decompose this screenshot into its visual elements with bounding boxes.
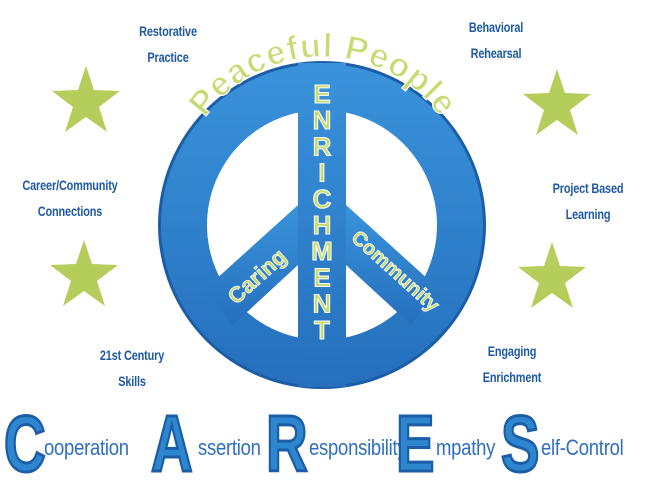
enrichment-letter: E	[313, 79, 330, 109]
label-line: Enrichment	[482, 369, 542, 385]
label-line: Restorative	[139, 23, 197, 39]
enrichment-letter: T	[314, 315, 330, 345]
star-icon	[50, 240, 118, 306]
star-icon	[518, 242, 586, 308]
cares-word: esponsibility	[309, 435, 407, 460]
label-line: Behavioral	[468, 19, 524, 35]
cares-letter: E	[395, 399, 436, 488]
enrichment-letter: M	[311, 236, 333, 266]
cares-letter: C	[3, 399, 47, 488]
label-line: Career/Community	[22, 177, 118, 193]
enrichment-letter: E	[313, 262, 330, 292]
label-line: Project Based	[552, 180, 624, 196]
label-line: Connections	[37, 203, 103, 219]
cares-word: ssertion	[198, 435, 261, 460]
label-line: Rehearsal	[470, 45, 522, 61]
cares-word: mpathy	[436, 435, 496, 460]
label-21st-century: 21st Century Skills	[85, 342, 179, 394]
enrichment-letter: N	[313, 105, 332, 135]
cares-letter: A	[150, 399, 194, 488]
label-line: Skills	[118, 373, 146, 389]
cares-letter: S	[500, 399, 541, 488]
label-line: Practice	[147, 49, 189, 65]
enrichment-letter: C	[313, 184, 332, 214]
cares-word: ooperation	[44, 435, 129, 460]
enrichment-letter: I	[318, 158, 325, 188]
cares-word: elf-Control	[541, 435, 624, 460]
label-line: Learning	[565, 206, 611, 222]
label-line: Engaging	[487, 343, 537, 359]
enrichment-letter: R	[313, 131, 332, 161]
label-behavioral-rehearsal: Behavioral Rehearsal	[449, 14, 543, 66]
star-icon	[523, 69, 591, 135]
label-career-community: Career/Community Connections	[12, 172, 127, 224]
star-icon	[52, 66, 120, 132]
cares-acronym: C ooperation A ssertion R esponsibility …	[3, 399, 644, 488]
cares-letter: R	[265, 399, 309, 488]
label-restorative-practice: Restorative Practice	[121, 18, 215, 70]
label-project-based: Project Based Learning	[540, 175, 637, 227]
enrichment-letter: N	[313, 289, 332, 319]
label-line: 21st Century	[99, 347, 165, 363]
enrichment-letter: H	[313, 210, 332, 240]
label-engaging-enrichment: Engaging Enrichment	[465, 338, 559, 390]
